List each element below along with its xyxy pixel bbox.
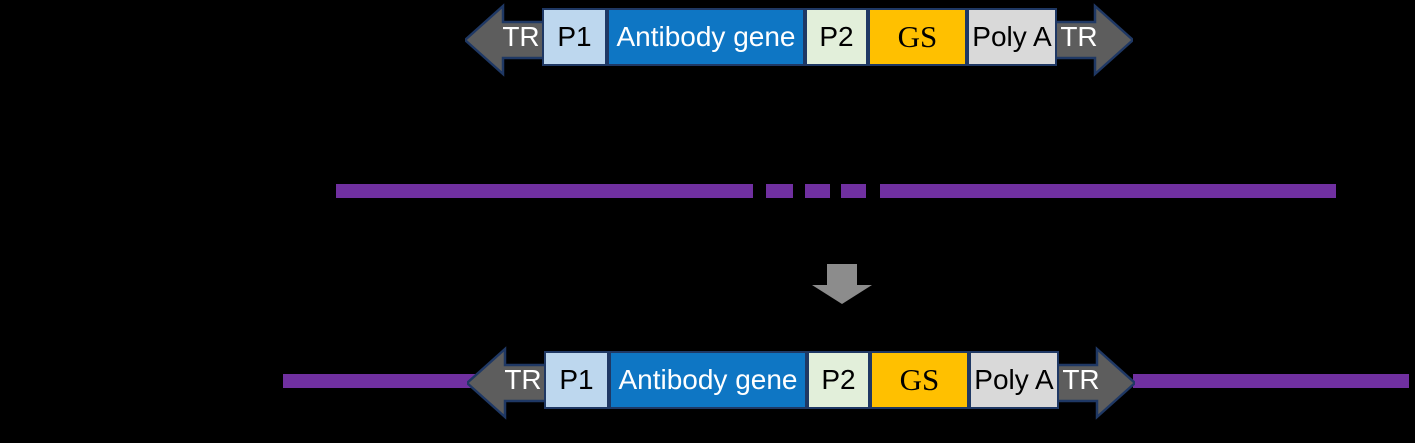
segment-gs-marker: GS xyxy=(870,351,969,409)
tr-label-right: TR xyxy=(1060,21,1098,52)
tr-label-left: TR xyxy=(504,364,542,395)
tr-terminal-repeat-arrows xyxy=(467,346,1135,420)
integrated-construct: TR P1 Antibody gene P2 GS Poly A TR xyxy=(467,346,1135,420)
segment-poly-a: Poly A xyxy=(967,8,1057,66)
segment-promoter-2: P2 xyxy=(807,351,870,409)
segment-gs-marker: GS xyxy=(868,8,967,66)
tr-label-right: TR xyxy=(1062,364,1100,395)
genome-line-dash xyxy=(805,184,830,198)
segment-antibody-gene: Antibody gene xyxy=(607,8,805,66)
genome-line-right-segment xyxy=(880,184,1336,198)
integration-down-arrow-icon xyxy=(812,264,872,304)
integrated-genome-line-left xyxy=(283,374,475,388)
genome-line-left-segment xyxy=(336,184,753,198)
segment-promoter-1: P1 xyxy=(544,351,609,409)
genome-line-dash xyxy=(766,184,793,198)
integrated-genome-line-right xyxy=(1133,374,1409,388)
segment-antibody-gene: Antibody gene xyxy=(609,351,807,409)
tr-label-left: TR xyxy=(502,21,540,52)
genome-line-dash xyxy=(841,184,866,198)
segment-poly-a: Poly A xyxy=(969,351,1059,409)
tr-terminal-repeat-arrows xyxy=(465,3,1133,77)
segment-promoter-2: P2 xyxy=(805,8,868,66)
vector-construct: TR P1 Antibody gene P2 GS Poly A TR xyxy=(465,3,1133,77)
tr-arrow-right-icon xyxy=(1053,346,1135,420)
segment-promoter-1: P1 xyxy=(542,8,607,66)
tr-arrow-right-icon xyxy=(1051,3,1133,77)
